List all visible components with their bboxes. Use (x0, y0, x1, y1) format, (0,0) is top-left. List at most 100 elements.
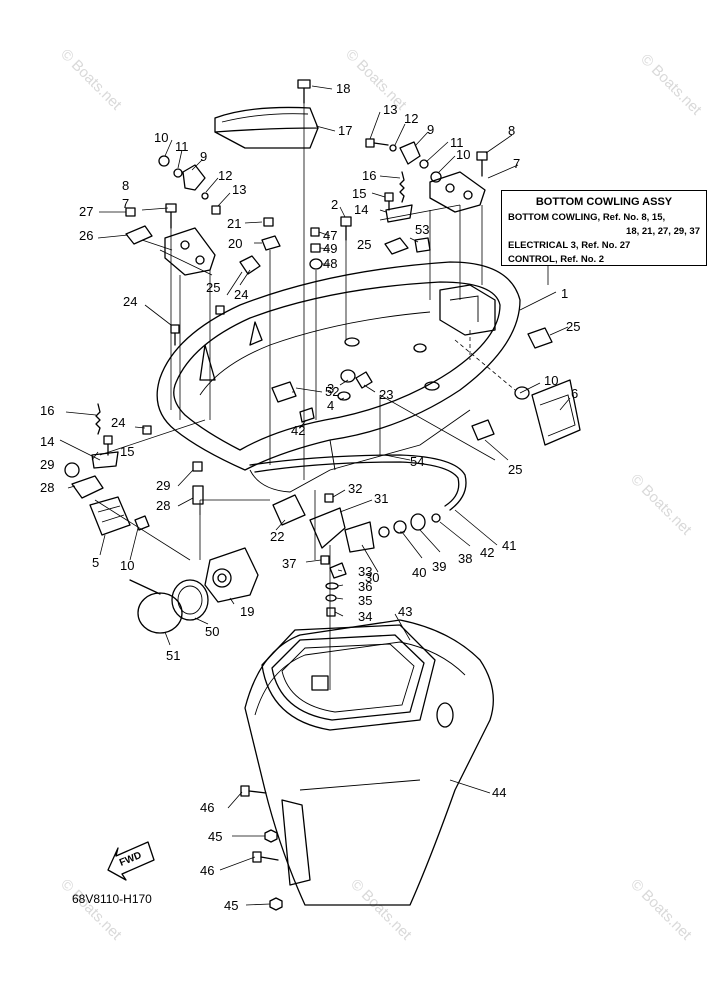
part-25-clip-b (384, 237, 409, 255)
part-46-bolt-upper (240, 785, 267, 797)
callout-46-upper: 46 (200, 800, 214, 815)
callout-15-lower: 15 (120, 444, 134, 459)
info-box-line3: ELECTRICAL 3, Ref. No. 27 (508, 240, 631, 251)
callout-47: 47 (323, 228, 337, 243)
part-28-sleeve (192, 485, 204, 505)
info-box: BOTTOM COWLING ASSY BOTTOM COWLING, Ref.… (501, 190, 707, 266)
watermark: © Boats.net (342, 46, 410, 114)
callout-11-right: 11 (450, 135, 464, 150)
part-21-screw (263, 217, 274, 227)
part-13-screw-left (211, 205, 221, 215)
callout-2: 2 (331, 197, 338, 212)
callout-8-right: 8 (508, 123, 515, 138)
callout-10-lower: 10 (120, 558, 134, 573)
callout-33: 33 (358, 564, 372, 579)
reference-code: 68V8110-H170 (72, 892, 152, 906)
part-16-spring-lower (95, 403, 101, 435)
callout-13-right: 13 (383, 102, 397, 117)
part-28-clamp-lower (71, 475, 104, 499)
part-48-grommet (309, 258, 323, 270)
part-13-screw-right (365, 138, 389, 148)
callout-9-left: 9 (200, 149, 207, 164)
part-14-bracket-lower (91, 451, 119, 469)
callout-12-right: 12 (404, 111, 418, 126)
part-11-collar-right (419, 159, 429, 169)
part-5-connector (89, 496, 131, 536)
callout-leaders (59, 85, 571, 906)
callout-labels: 18 17 1 8 7 11 10 9 12 13 16 15 14 2 47 … (40, 81, 580, 913)
watermark: © Boats.net (627, 471, 695, 539)
part-7-bracket-right (429, 171, 486, 213)
part-19-device (204, 547, 259, 603)
callout-18: 18 (336, 81, 350, 96)
part-45-nut-lower (269, 897, 283, 911)
part-24-screw-c (215, 305, 225, 315)
part-35-washer (325, 594, 337, 602)
callout-35: 35 (358, 593, 372, 608)
part-2-screw (340, 216, 352, 241)
callout-25-center: 25 (357, 237, 371, 252)
callout-24-lower: 24 (111, 415, 125, 430)
callout-27: 27 (79, 204, 93, 219)
callout-49: 49 (323, 241, 337, 256)
callout-24-left: 24 (123, 294, 137, 309)
callout-41: 41 (502, 538, 516, 553)
part-12-washer-right (389, 144, 397, 152)
callout-8-left: 8 (122, 178, 129, 193)
callout-28: 28 (156, 498, 170, 513)
part-18-bolt (297, 79, 311, 104)
part-44-lower-cowling (244, 619, 494, 906)
info-box-line4: CONTROL, Ref. No. 2 (508, 254, 605, 265)
part-37-screw (320, 555, 330, 565)
callout-28-left: 28 (40, 480, 54, 495)
part-25-clip-d (471, 419, 495, 441)
part-20-clamp (261, 235, 281, 251)
part-32-screw (324, 493, 334, 503)
callout-52: 52 (325, 384, 339, 399)
part-8-bolt-left (165, 203, 177, 229)
part-54-tube (249, 454, 467, 511)
callout-1: 1 (561, 286, 568, 301)
callout-44: 44 (492, 785, 506, 800)
callout-10-left: 10 (154, 130, 168, 145)
callout-45-upper: 45 (208, 829, 222, 844)
callout-11-left: 11 (175, 139, 189, 154)
part-22-grommet (272, 494, 306, 526)
callout-39: 39 (432, 559, 446, 574)
callout-54: 54 (410, 454, 424, 469)
callout-51: 51 (166, 648, 180, 663)
part-11-collar-left (173, 168, 183, 178)
callout-21: 21 (227, 216, 241, 231)
callout-42-lower: 42 (480, 545, 494, 560)
callout-31: 31 (374, 491, 388, 506)
part-14-bracket-upper (385, 204, 413, 223)
callout-38: 38 (458, 551, 472, 566)
part-42-clip-upper (299, 407, 315, 423)
part-25-clip-a (239, 255, 261, 275)
part-51-band (129, 579, 183, 634)
callout-34: 34 (358, 609, 372, 624)
watermark: © Boats.net (627, 876, 695, 944)
callout-15-upper: 15 (352, 186, 366, 201)
callout-45-lower: 45 (224, 898, 238, 913)
callout-30: 30 (365, 570, 379, 585)
callout-37: 37 (282, 556, 296, 571)
callout-25-lower: 25 (508, 462, 522, 477)
callout-6: 6 (571, 386, 578, 401)
callout-14-upper: 14 (354, 202, 368, 217)
callout-20: 20 (228, 236, 242, 251)
part-42-clip-lower (431, 513, 441, 523)
callout-10-right: 10 (456, 147, 470, 162)
part-24-screw-b (142, 425, 152, 435)
part-38-ring (410, 513, 426, 531)
part-47-bolt (310, 227, 320, 237)
callout-48: 48 (323, 256, 337, 271)
part-3-grommet (340, 369, 356, 383)
callout-32: 32 (348, 481, 362, 496)
callout-16-lower: 16 (40, 403, 54, 418)
part-45-nut-upper (264, 829, 278, 843)
callout-42-upper: 42 (291, 423, 305, 438)
callout-4: 4 (327, 398, 334, 413)
watermark: © Boats.net (57, 876, 125, 944)
